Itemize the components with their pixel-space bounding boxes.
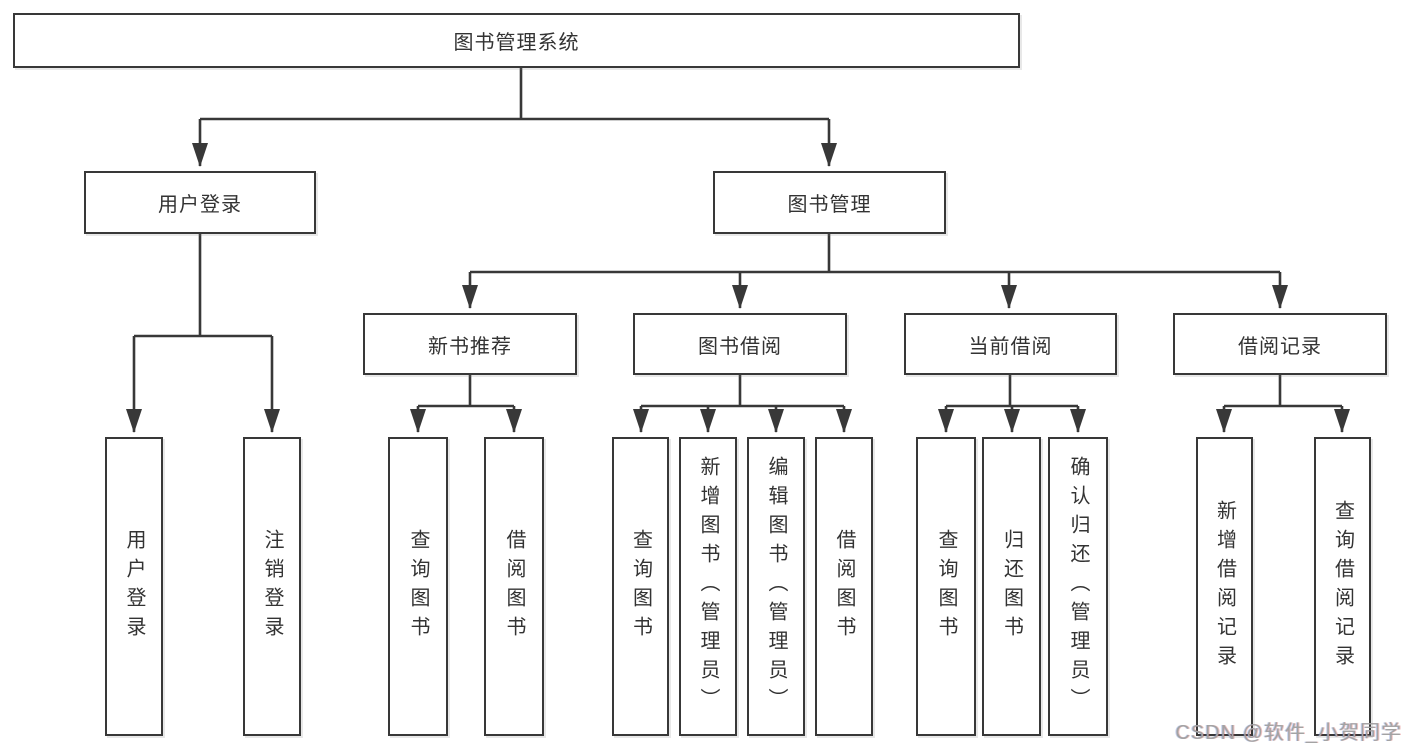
connector-currentborrowing-children xyxy=(938,375,1086,433)
leaf-borrowing-add-books-admin: 新增图书（管理员） xyxy=(679,437,737,736)
leaf-records-add-record-label: 新增借阅记录 xyxy=(1213,499,1236,674)
leaf-records-add-record: 新增借阅记录 xyxy=(1196,437,1253,736)
leaf-current-return-books-label: 归还图书 xyxy=(1000,528,1023,645)
connector-userlogin-children xyxy=(126,234,280,433)
leaf-logout-label: 注销登录 xyxy=(261,528,283,645)
node-book-borrowing: 图书借阅 xyxy=(633,313,847,375)
leaf-current-return-books: 归还图书 xyxy=(982,437,1041,736)
leaf-borrowing-query-books: 查询图书 xyxy=(612,437,669,736)
leaf-current-query-books-label: 查询图书 xyxy=(935,528,957,645)
leaf-borrowing-edit-books-admin-label: 编辑图书（管理员） xyxy=(765,456,787,717)
leaf-current-confirm-return-admin: 确认归还（管理员） xyxy=(1048,437,1108,736)
node-user-login: 用户登录 xyxy=(84,171,316,234)
node-root: 图书管理系统 xyxy=(13,13,1020,68)
leaf-recommend-borrow-books-label: 借阅图书 xyxy=(503,528,525,645)
connector-bookmanagement-to-level2 xyxy=(462,234,1288,309)
leaf-user-login: 用户登录 xyxy=(105,437,163,736)
node-user-login-label: 用户登录 xyxy=(158,194,242,216)
leaf-borrowing-query-books-label: 查询图书 xyxy=(629,528,652,645)
node-book-management: 图书管理 xyxy=(713,171,946,234)
connector-root-to-level1 xyxy=(192,67,837,167)
node-book-management-label: 图书管理 xyxy=(787,194,872,216)
leaf-borrowing-borrow-books: 借阅图书 xyxy=(815,437,873,736)
leaf-records-query-record: 查询借阅记录 xyxy=(1314,437,1371,736)
leaf-user-login-label: 用户登录 xyxy=(123,528,145,645)
node-current-borrowing: 当前借阅 xyxy=(904,313,1117,375)
node-current-borrowing-label: 当前借阅 xyxy=(968,335,1053,358)
leaf-current-query-books: 查询图书 xyxy=(916,437,976,736)
csdn-watermark: CSDN @软件_小贺同学 xyxy=(1175,722,1402,744)
node-new-book-recommend-label: 新书推荐 xyxy=(428,335,512,358)
node-new-book-recommend: 新书推荐 xyxy=(363,313,577,375)
leaf-borrowing-edit-books-admin: 编辑图书（管理员） xyxy=(747,437,805,736)
leaf-borrowing-add-books-admin-label: 新增图书（管理员） xyxy=(697,456,719,717)
node-book-borrowing-label: 图书借阅 xyxy=(698,335,782,358)
node-borrowing-records-label: 借阅记录 xyxy=(1238,335,1322,358)
node-borrowing-records: 借阅记录 xyxy=(1173,313,1387,375)
leaf-records-query-record-label: 查询借阅记录 xyxy=(1331,499,1354,674)
connector-bookborrowing-children xyxy=(633,375,852,433)
leaf-logout: 注销登录 xyxy=(243,437,301,736)
leaf-borrowing-borrow-books-label: 借阅图书 xyxy=(833,528,855,645)
leaf-recommend-query-books: 查询图书 xyxy=(388,437,448,736)
leaf-current-confirm-return-admin-label: 确认归还（管理员） xyxy=(1067,456,1089,717)
connector-borrowingrecords-children xyxy=(1216,375,1350,433)
leaf-recommend-query-books-label: 查询图书 xyxy=(407,528,429,645)
node-root-label: 图书管理系统 xyxy=(453,32,580,54)
connector-newbookrecommend-children xyxy=(410,375,522,433)
leaf-recommend-borrow-books: 借阅图书 xyxy=(484,437,544,736)
